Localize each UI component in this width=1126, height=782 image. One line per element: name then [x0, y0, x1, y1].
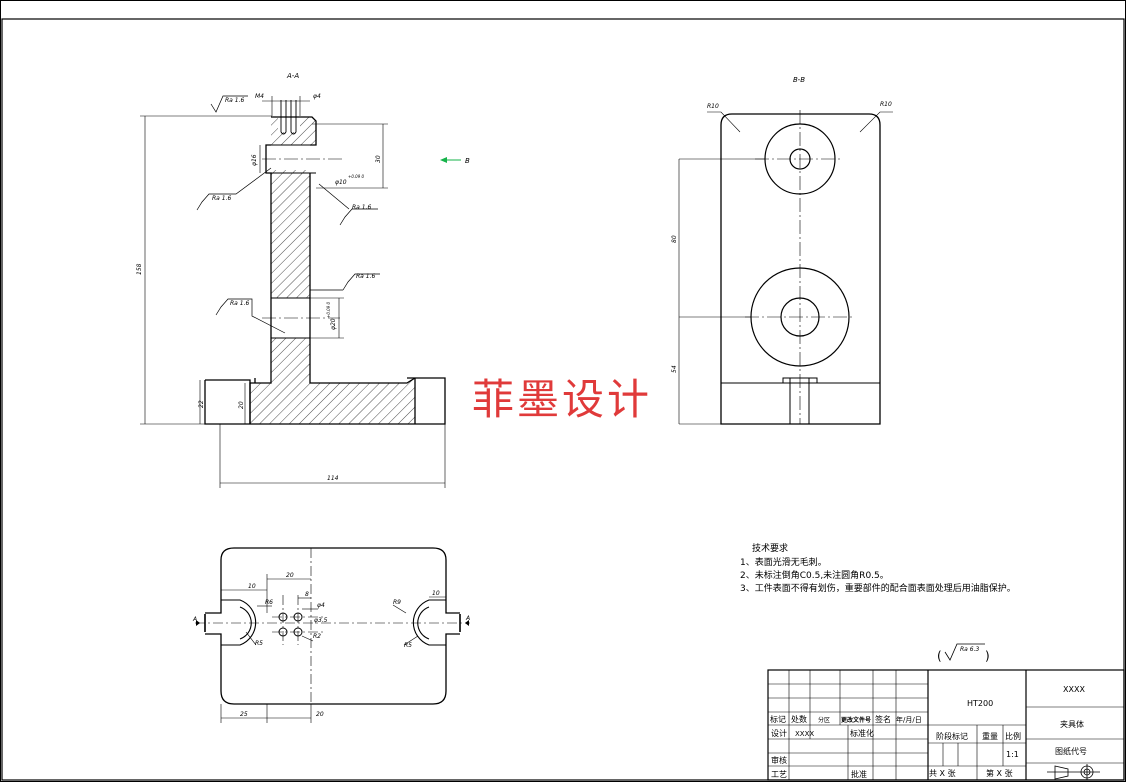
dim-plan-8: 8 — [305, 591, 309, 598]
section-aa-body-hatch — [250, 170, 415, 424]
tech-req-item-3: 3、工件表面不得有划伤，重要部件的配合面表面处理后用油脂保护。 — [740, 582, 1016, 594]
view-b-label: B — [465, 157, 470, 165]
tb-sheet-no: 第 X 张 — [986, 768, 1013, 778]
dim-phi20: φ20 — [330, 318, 337, 330]
tb-signature: 签名 — [875, 714, 891, 724]
general-roughness-value: Ra 6.3 — [960, 646, 979, 653]
general-roughness: ( Ra 6.3 ) — [937, 643, 990, 663]
plan-outline-top — [205, 547, 460, 614]
roughness-ra-2: Ra 1.6 — [212, 195, 231, 202]
view-bb-outline — [720, 113, 881, 425]
tb-drawing-code-label: 图纸代号 — [1055, 746, 1087, 756]
title-block-text: HT200 XXXX 夹具体 图纸代号 标记 处数 分区 更改文件号 签名 年/… — [770, 685, 1087, 779]
view-bb-centerlines — [745, 110, 855, 424]
tb-zone: 分区 — [818, 716, 830, 724]
section-aa-title: A-A — [286, 72, 299, 80]
tech-req-item-1: 1、表面光滑无毛刺。 — [740, 556, 827, 568]
view-bb-title: B-B — [793, 76, 805, 84]
roughness-ra-5: Ra 1.6 — [230, 300, 249, 307]
dim-plan-10: 10 — [248, 583, 256, 590]
dim-phi10-tol: +0.09 0 — [348, 174, 365, 179]
tb-change-no: 更改文件号 — [841, 716, 871, 724]
tb-company: XXXX — [1063, 685, 1085, 694]
section-aa-view: A-A — [136, 72, 446, 488]
dim-m4: M4 — [255, 93, 264, 100]
plan-view: A A 10 20 8 R6 φ4 φ3.5 R2 R5 R9 10 R5 25… — [192, 547, 470, 723]
dim-plan-r2: R2 — [313, 633, 321, 640]
dim-plan-r5-right: R5 — [404, 642, 412, 649]
dim-22: 22 — [198, 400, 205, 408]
dim-158: 158 — [136, 263, 143, 275]
roughness-ra-4: Ra 1.6 — [356, 273, 375, 280]
tech-requirements: 技术要求 1、表面光滑无毛刺。 2、未标注倒角C0.5,未注圆角R0.5。 3、… — [740, 542, 1016, 594]
svg-text:): ) — [985, 649, 990, 663]
dim-phi20-tol: +0.09 0 — [326, 301, 331, 318]
plan-small-holes — [278, 612, 303, 637]
tb-weight: 重量 — [982, 731, 998, 741]
watermark: 菲墨设计 — [472, 375, 652, 424]
tech-req-item-2: 2、未标注倒角C0.5,未注圆角R0.5。 — [740, 569, 889, 581]
dim-114: 114 — [327, 475, 339, 482]
dim-plan-20-bottom: 20 — [316, 711, 324, 718]
tb-stage-mark: 阶段标记 — [936, 731, 968, 741]
svg-text:(: ( — [937, 649, 942, 663]
plan-slot-right — [412, 599, 446, 646]
dim-54: 54 — [671, 365, 678, 373]
dim-plan-20: 20 — [286, 572, 294, 579]
tb-part-name: 夹具体 — [1060, 719, 1084, 729]
dim-30: 30 — [375, 155, 382, 163]
dim-phi16: φ16 — [251, 154, 258, 166]
dim-plan-phi35: φ3.5 — [314, 617, 328, 624]
view-b-arrow: B — [440, 157, 470, 165]
dim-phi4-top: φ4 — [313, 93, 321, 100]
dim-plan-r6: R6 — [265, 599, 273, 606]
plan-section-mark-left: A — [192, 616, 197, 623]
dim-plan-10-right: 10 — [432, 590, 440, 597]
dim-plan-r5-left: R5 — [255, 640, 263, 647]
dim-plan-phi4: φ4 — [317, 602, 325, 609]
tb-process: 工艺 — [771, 770, 787, 779]
roughness-ra-3: Ra 1.6 — [352, 204, 371, 211]
title-block — [767, 669, 1125, 781]
dim-plan-r9: R9 — [393, 599, 401, 606]
tech-req-title: 技术要求 — [752, 542, 788, 554]
section-aa-head-hatch — [271, 117, 316, 145]
tb-material: HT200 — [967, 699, 993, 708]
tb-design: 设计 — [771, 728, 787, 738]
tb-review: 审核 — [771, 755, 787, 765]
dim-phi10: φ10 — [335, 179, 347, 186]
dim-r10-right: R10 — [880, 101, 892, 108]
tb-scale-value: 1:1 — [1006, 750, 1019, 759]
dim-20: 20 — [238, 401, 245, 409]
tb-total-sheets: 共 X 张 — [929, 769, 956, 778]
section-aa-base — [204, 377, 446, 425]
plan-section-mark-right: A — [465, 615, 470, 622]
tb-date: 年/月/日 — [896, 715, 922, 724]
dim-80: 80 — [671, 235, 678, 243]
tb-approve: 批准 — [851, 769, 867, 779]
tb-standard: 标准化 — [850, 728, 874, 738]
roughness-leaders — [196, 95, 380, 334]
drawing-frame — [1, 18, 1125, 781]
section-aa-screw-holes — [280, 100, 297, 135]
roughness-ra-1: Ra 1.6 — [225, 97, 244, 104]
dim-plan-25: 25 — [240, 711, 248, 718]
plan-outline-bottom — [205, 633, 460, 705]
tb-design-name: XXXX — [795, 730, 814, 738]
view-bb: B-B R10 R10 80 54 — [671, 76, 893, 425]
plan-section-markers: A A — [192, 614, 470, 632]
tb-count: 处数 — [791, 714, 807, 724]
tb-mark: 标记 — [770, 714, 786, 724]
dim-r10-left: R10 — [707, 103, 719, 110]
tb-scale: 比例 — [1005, 731, 1021, 741]
projection-symbol-icon — [1047, 764, 1100, 780]
